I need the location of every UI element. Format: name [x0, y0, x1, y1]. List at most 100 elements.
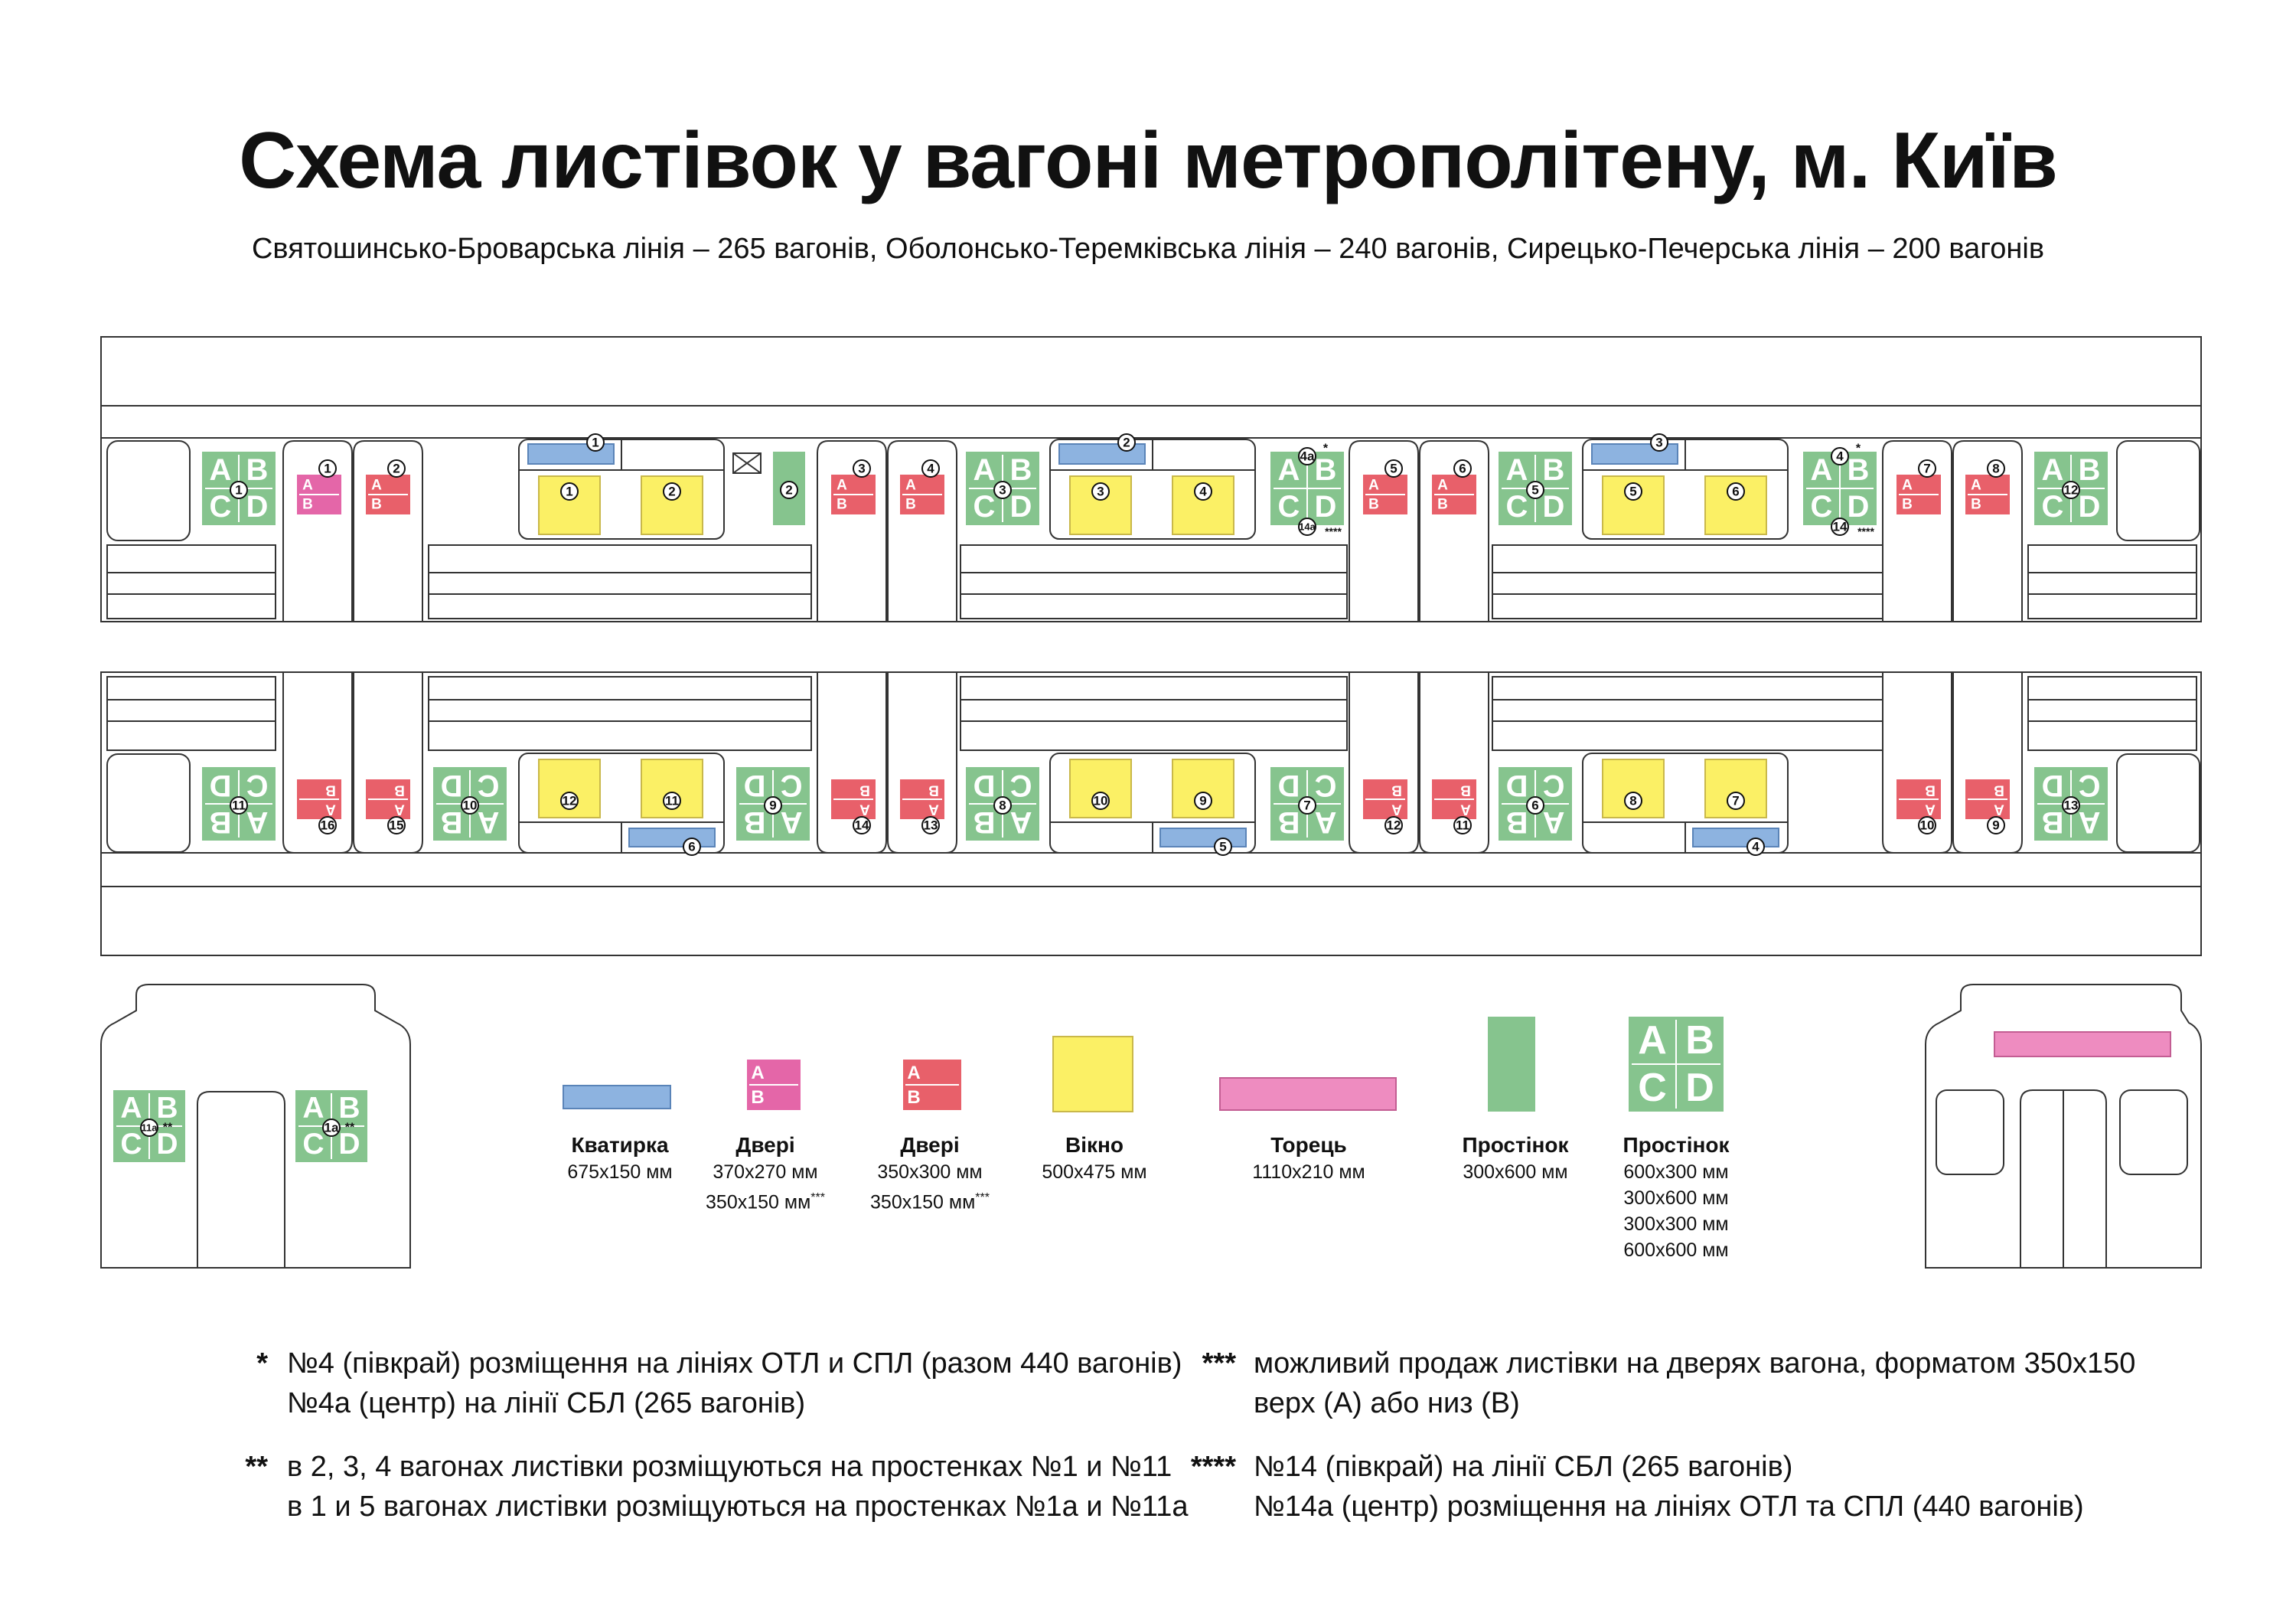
top-car-prostinok-number-label: 1: [235, 483, 242, 498]
bottom-car-prostinok-number-circle: [993, 796, 1012, 815]
end-front-prostinok-number-circle: [322, 1118, 341, 1137]
bottom-car-window-marker-circle: [1727, 792, 1745, 810]
bottom-car-prostinok-letter: C: [1543, 769, 1565, 802]
legend-size: 370x270 мм: [713, 1161, 818, 1183]
bottom-car-kvatyrka-marker-label: 6: [688, 840, 695, 854]
bottom-car-kvatyrka-marker-label: 5: [1219, 840, 1226, 854]
top-car-window-marker-circle: [1194, 482, 1212, 501]
bottom-car-prostinok-number-label: 10: [463, 798, 478, 813]
bottom-car-bench: [960, 676, 1348, 751]
bottom-car-prostinok-letter: D: [1278, 769, 1300, 802]
top-car-pier-prostinok-letter: B: [1848, 453, 1870, 487]
top-car-window-marker-label: 5: [1629, 485, 1636, 499]
legend-dveri1-swatch-letter-b: B: [751, 1087, 764, 1108]
end-front-prostinok-letter: A: [120, 1092, 142, 1125]
top-car-door-marker-label: 1: [324, 462, 331, 476]
top-car-door-marker-circle: [921, 459, 940, 478]
bottom-car-prostinok-letter: D: [210, 769, 232, 802]
top-car-door-marker-circle: [1987, 459, 2005, 478]
bottom-car-door-sign-letter-b: B: [394, 782, 405, 798]
end-front-prostinok-letter: D: [338, 1128, 360, 1161]
top-car-pier-marker-label: 14a: [1299, 521, 1316, 533]
top-car-door-sign-letter-a: A: [1368, 478, 1379, 494]
top-car-door-sign-letter-a: A: [1437, 478, 1448, 494]
note-line: №4а (центр) на лінії СБЛ (265 вагонів): [287, 1387, 806, 1419]
top-car-prostinok-letter: D: [2079, 490, 2101, 524]
top-car-door-leaf: [282, 440, 353, 622]
bottom-car-window-marker-circle: [1091, 792, 1110, 810]
bottom-car-prostinok-letter: B: [744, 805, 766, 839]
legend-name: Торець: [1270, 1133, 1347, 1157]
note-line: №14 (півкрай) на лінії СБЛ (265 вагонів): [1254, 1451, 1793, 1483]
bottom-car-door-sign-letter-a: A: [1994, 802, 2004, 818]
end-front-prostinok-letter: C: [120, 1128, 142, 1161]
legend-name: Кватирка: [571, 1133, 669, 1157]
bottom-car-kvatyrka: [1692, 828, 1779, 847]
bottom-car-prostinok-letter: B: [974, 805, 996, 839]
bottom-car-prostinok-number-circle: [461, 796, 479, 815]
end-front-prostinok-letter: B: [156, 1092, 178, 1125]
top-car-prostinok-letter: C: [2042, 490, 2064, 524]
bottom-car-prostinok-letter: A: [478, 805, 500, 839]
bottom-car-end-window: [106, 753, 191, 853]
top-car-prostinok-letter: B: [1543, 453, 1565, 487]
top-car-window-marker-label: 1: [566, 485, 572, 499]
legend-size: 350x300 мм: [877, 1161, 983, 1183]
note-mark: ***: [1202, 1347, 1236, 1380]
top-car-prostinok-letter: B: [246, 453, 269, 487]
bottom-car-door-marker-circle: [1987, 816, 2005, 834]
bottom-car-prostinok-letter: B: [1278, 805, 1300, 839]
note-mark: ****: [1190, 1451, 1236, 1483]
top-car-door-sign-letter-b: B: [1902, 497, 1913, 513]
legend-vikno-caption: Вікно 500x475 мм: [1026, 1132, 1163, 1185]
bottom-car-kvatyrka-marker-circle: [683, 838, 701, 856]
top-car-pier-prostinok-letter: B: [1315, 453, 1337, 487]
top-car-kvatyrka-marker-circle: [1117, 433, 1136, 452]
top-car-kvatyrka-marker-label: 2: [1123, 436, 1130, 450]
top-car-pier-prostinok-letter: A: [1278, 453, 1300, 487]
end-front-prostinok-stars: **: [345, 1122, 355, 1135]
bottom-car-bench: [106, 676, 276, 751]
bottom-car-door-marker-circle: [1918, 816, 1936, 834]
top-car-kvatyrka-marker-circle: [586, 433, 605, 452]
legend-prostinok2-caption: Простінок 600x300 мм 300x600 мм 300x300 …: [1600, 1132, 1753, 1263]
bottom-car-bench: [1492, 676, 1883, 751]
bottom-car-door-marker-label: 10: [1920, 818, 1935, 833]
top-car-door-marker-circle: [1918, 459, 1936, 478]
bottom-car-prostinok-letter: D: [2042, 769, 2064, 802]
top-car-window-marker-circle: [663, 482, 681, 501]
top-car-door-marker-label: 4: [927, 462, 934, 476]
top-car-door-leaf: [1882, 440, 1952, 622]
end-rear-window: [2119, 1089, 2188, 1175]
bottom-car-door-marker-label: 16: [321, 818, 335, 833]
bottom-car-end-window: [2116, 753, 2200, 853]
bottom-car-door-leaf: [1882, 672, 1952, 854]
legend-prostinok2-swatch-letter: A: [1638, 1018, 1667, 1063]
bottom-car-prostinok-number-circle: [1526, 796, 1544, 815]
top-car-door-sign-letter-b: B: [371, 497, 382, 513]
top-car-prostinok-letter: A: [1506, 453, 1528, 487]
top-car-prostinok-number-circle: [993, 481, 1012, 499]
top-car-kvatyrka-marker-label: 1: [592, 436, 598, 450]
top-car-door-marker-circle: [387, 459, 406, 478]
legend-torets-caption: Торець 1110x210 мм: [1217, 1132, 1401, 1185]
bottom-car-kvatyrka-marker-circle: [1746, 838, 1765, 856]
bottom-car-window-marker-label: 7: [1732, 794, 1739, 808]
top-car-bench: [428, 544, 812, 619]
bottom-car-door-sign-letter-b: B: [928, 782, 939, 798]
legend-dveri2-swatch-letter-a: A: [907, 1063, 920, 1083]
bottom-car-door-marker-label: 12: [1387, 818, 1401, 833]
top-car-pier-marker-circle: [1298, 518, 1316, 536]
top-car-door-leaf: [1349, 440, 1419, 622]
legend-prostinok1-swatch: [1488, 1017, 1535, 1112]
bottom-car-prostinok-letter: D: [1506, 769, 1528, 802]
legend-prostinok2-swatch-letter: D: [1685, 1066, 1714, 1110]
bottom-car-door-leaf: [817, 672, 887, 854]
top-car-prostinok-letter: D: [1543, 490, 1565, 524]
page-title: Схема листівок у вагоні метрополітену, м…: [239, 116, 2058, 205]
bottom-car-door-sign-letter-b: B: [1925, 782, 1936, 798]
top-car-door-leaf: [1952, 440, 2023, 622]
end-front-prostinok-letter: B: [338, 1092, 360, 1125]
top-car-prostinok-letter: A: [2042, 453, 2064, 487]
